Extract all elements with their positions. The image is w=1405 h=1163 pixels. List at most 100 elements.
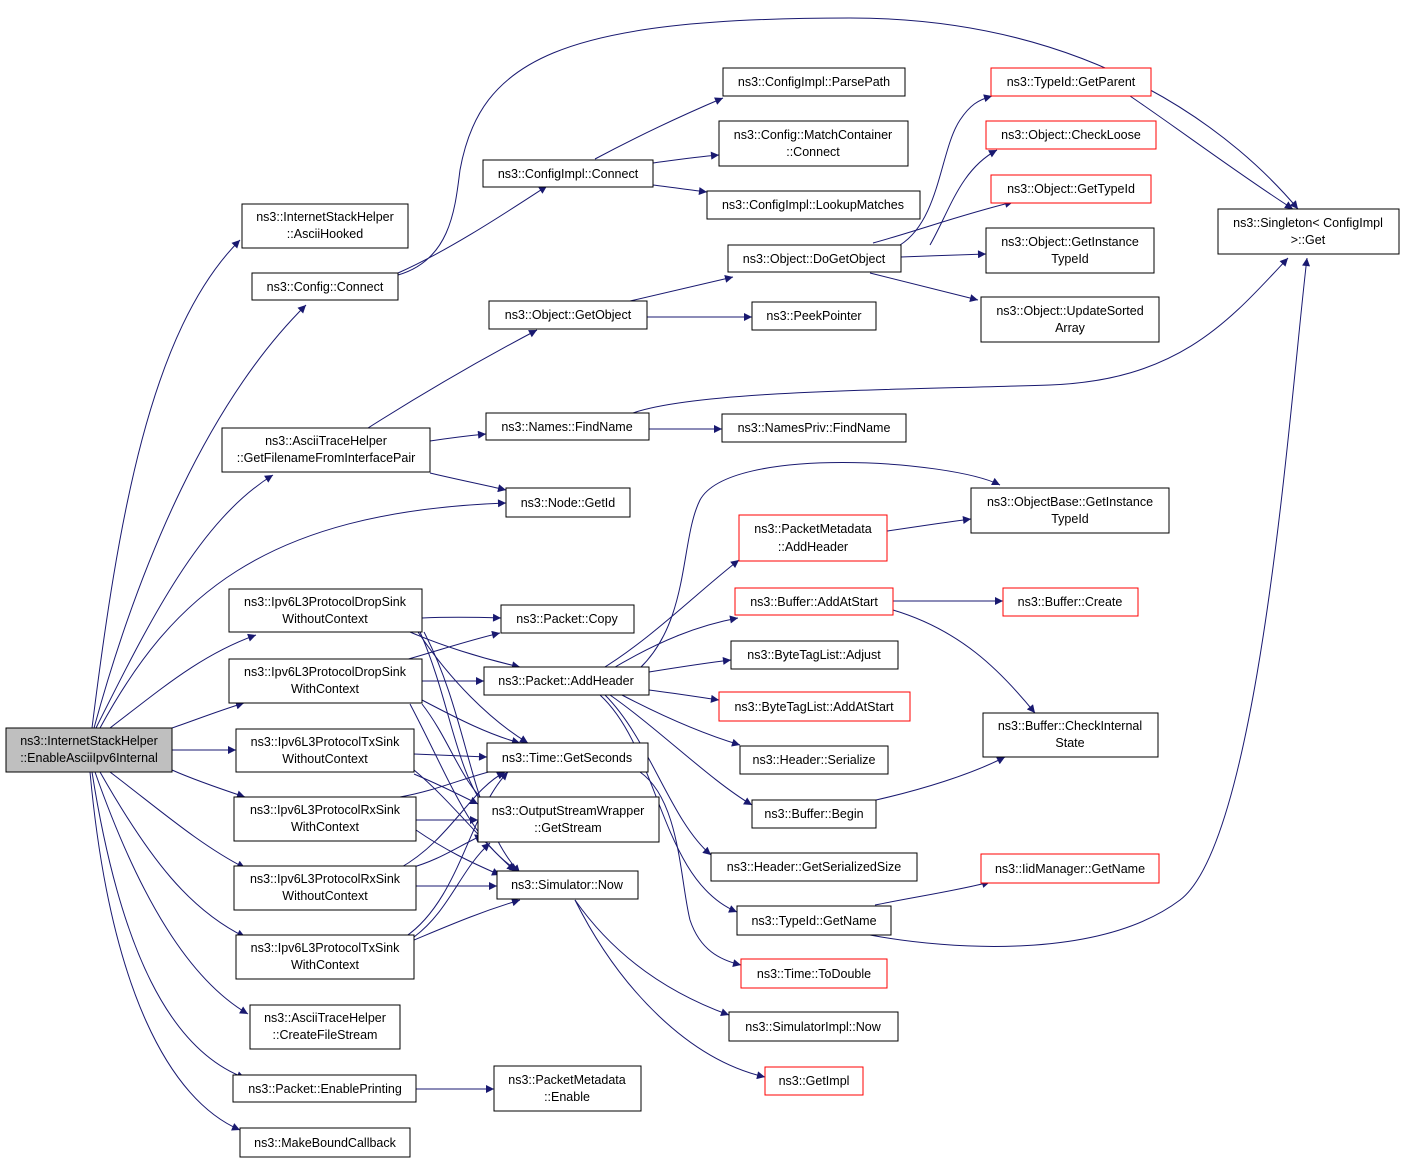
node-root[interactable]: ns3::InternetStackHelper ::EnableAsciiIp… bbox=[5, 727, 173, 773]
node-label: ns3::Buffer::Begin bbox=[764, 807, 863, 821]
node-label: ns3::PacketMetadata bbox=[508, 1073, 625, 1087]
node-object-checkloose[interactable]: ns3::Object::CheckLoose bbox=[985, 120, 1157, 150]
node-objbase-getinsttid[interactable]: ns3::ObjectBase::GetInstance TypeId bbox=[970, 487, 1170, 534]
node-label: ns3::Ipv6L3ProtocolTxSink bbox=[251, 735, 400, 749]
node-label: ns3::Ipv6L3ProtocolDropSink bbox=[244, 595, 407, 609]
edge-sim-now-to-simimpl-now bbox=[574, 899, 730, 1017]
node-label: ns3::Simulator::Now bbox=[511, 878, 624, 892]
edge-root-to-config-connect bbox=[93, 304, 307, 729]
edge-tx-wo-to-time-getseconds bbox=[413, 752, 488, 761]
edge-addheader-to-header-serialize bbox=[619, 693, 741, 747]
node-node-getid[interactable]: ns3::Node::GetId bbox=[505, 487, 631, 518]
edge-addheader-to-buffer-begin bbox=[609, 694, 753, 806]
node-label: TypeId bbox=[1051, 252, 1089, 266]
node-rx-wo[interactable]: ns3::Ipv6L3ProtocolRxSink WithoutContext bbox=[233, 865, 417, 911]
node-header-serialize[interactable]: ns3::Header::Serialize bbox=[739, 745, 889, 775]
node-singleton-get[interactable]: ns3::Singleton< ConfigImpl >::Get bbox=[1217, 208, 1400, 255]
edge-root-to-node-getid bbox=[99, 499, 507, 729]
edge-drop-w-to-sim-now bbox=[409, 703, 519, 872]
node-typeid-getname[interactable]: ns3::TypeId::GetName bbox=[736, 905, 892, 936]
node-object-getobject[interactable]: ns3::Object::GetObject bbox=[488, 300, 648, 330]
node-iidmanager-getname[interactable]: ns3::IidManager::GetName bbox=[980, 853, 1160, 884]
node-label: ns3::OutputStreamWrapper bbox=[492, 804, 645, 818]
node-object-dogetobject[interactable]: ns3::Object::DoGetObject bbox=[727, 244, 902, 273]
node-osw-getstream[interactable]: ns3::OutputStreamWrapper ::GetStream bbox=[477, 796, 660, 843]
node-object-updatesorted[interactable]: ns3::Object::UpdateSorted Array bbox=[980, 296, 1160, 343]
edge-pmd-addheader-to-objbase-getinsttid bbox=[886, 516, 972, 532]
edge-drop-w-to-osw-getstream bbox=[421, 703, 489, 806]
node-label: ns3::GetImpl bbox=[779, 1074, 850, 1088]
node-buffer-create[interactable]: ns3::Buffer::Create bbox=[1002, 587, 1139, 617]
edge-buffer-addatstart-to-checkinternal bbox=[892, 609, 1036, 714]
node-simimpl-now[interactable]: ns3::SimulatorImpl::Now bbox=[728, 1011, 899, 1042]
node-rx-w[interactable]: ns3::Ipv6L3ProtocolRxSink WithContext bbox=[233, 796, 417, 842]
node-tx-w[interactable]: ns3::Ipv6L3ProtocolTxSink WithContext bbox=[235, 934, 415, 980]
node-configimpl-parsepath[interactable]: ns3::ConfigImpl::ParsePath bbox=[722, 67, 906, 97]
node-label: ns3::Node::GetId bbox=[521, 496, 616, 510]
edge-ascii-getfn-to-object-getobject bbox=[367, 329, 538, 429]
node-label: ns3::Time::GetSeconds bbox=[502, 751, 632, 765]
node-drop-wo[interactable]: ns3::Ipv6L3ProtocolDropSink WithoutConte… bbox=[228, 588, 423, 633]
node-label: ::AsciiHooked bbox=[287, 227, 363, 241]
node-peekpointer[interactable]: ns3::PeekPointer bbox=[751, 301, 877, 331]
node-label: ns3::TypeId::GetName bbox=[751, 914, 876, 928]
node-configimpl-connect[interactable]: ns3::ConfigImpl::Connect bbox=[482, 159, 654, 188]
edge-root-to-ash-hooked bbox=[91, 239, 241, 729]
node-buffer-checkinternal[interactable]: ns3::Buffer::CheckInternal State bbox=[982, 712, 1159, 758]
node-buffer-begin[interactable]: ns3::Buffer::Begin bbox=[751, 799, 877, 829]
node-time-todouble[interactable]: ns3::Time::ToDouble bbox=[740, 958, 888, 989]
node-enable-printing[interactable]: ns3::Packet::EnablePrinting bbox=[232, 1074, 417, 1103]
node-names-findname[interactable]: ns3::Names::FindName bbox=[485, 412, 650, 441]
edge-config-connect-to-configimpl-connect bbox=[397, 185, 548, 274]
node-label: ns3::Object::GetObject bbox=[505, 308, 632, 322]
node-label: ns3::Packet::AddHeader bbox=[498, 674, 634, 688]
node-create-fs[interactable]: ns3::AsciiTraceHelper ::CreateFileStream bbox=[249, 1004, 401, 1050]
node-header-getsersize[interactable]: ns3::Header::GetSerializedSize bbox=[710, 852, 918, 882]
node-packet-copy[interactable]: ns3::Packet::Copy bbox=[500, 604, 635, 634]
edge-drop-w-to-time-getseconds bbox=[421, 699, 521, 745]
edges bbox=[89, 17, 1311, 1131]
node-pmd-addheader[interactable]: ns3::PacketMetadata ::AddHeader bbox=[738, 514, 888, 562]
node-btl-addatstart[interactable]: ns3::ByteTagList::AddAtStart bbox=[718, 691, 911, 722]
edge-configimpl-connect-to-mc-connect bbox=[652, 151, 720, 164]
node-namespriv-findname[interactable]: ns3::NamesPriv::FindName bbox=[721, 413, 907, 443]
node-label: ::EnableAsciiIpv6Internal bbox=[20, 751, 158, 765]
node-tx-wo[interactable]: ns3::Ipv6L3ProtocolTxSink WithoutContext bbox=[235, 728, 415, 773]
node-object-gettypeid[interactable]: ns3::Object::GetTypeId bbox=[990, 174, 1152, 204]
edge-tx-wo-to-osw-getstream bbox=[413, 773, 479, 805]
node-getimpl[interactable]: ns3::GetImpl bbox=[764, 1066, 864, 1096]
edge-buffer-begin-to-checkinternal bbox=[875, 756, 1006, 801]
node-btl-adjust[interactable]: ns3::ByteTagList::Adjust bbox=[730, 640, 899, 670]
node-pmd-enable[interactable]: ns3::PacketMetadata ::Enable bbox=[493, 1065, 642, 1112]
node-label: ns3::Object::DoGetObject bbox=[743, 252, 886, 266]
node-ascii-getfn[interactable]: ns3::AsciiTraceHelper ::GetFilenameFromI… bbox=[221, 427, 431, 473]
node-configimpl-lookup[interactable]: ns3::ConfigImpl::LookupMatches bbox=[706, 190, 921, 220]
node-time-getseconds[interactable]: ns3::Time::GetSeconds bbox=[486, 742, 649, 773]
node-sim-now[interactable]: ns3::Simulator::Now bbox=[496, 870, 639, 900]
node-object-getinsttid[interactable]: ns3::Object::GetInstance TypeId bbox=[985, 227, 1155, 274]
edge-config-connect-to-singleton-get bbox=[397, 17, 1299, 276]
node-label: ns3::ConfigImpl::Connect bbox=[498, 167, 639, 181]
node-make-bound[interactable]: ns3::MakeBoundCallback bbox=[239, 1127, 411, 1158]
edge-typeid-getname-to-iidmanager bbox=[874, 880, 991, 906]
node-label: ::CreateFileStream bbox=[273, 1028, 378, 1042]
edge-drop-wo-to-packet-copy bbox=[421, 613, 502, 622]
node-config-mc-connect[interactable]: ns3::Config::MatchContainer ::Connect bbox=[718, 120, 909, 167]
node-typeid-getparent[interactable]: ns3::TypeId::GetParent bbox=[990, 67, 1152, 97]
node-config-connect[interactable]: ns3::Config::Connect bbox=[251, 272, 399, 301]
node-label: WithContext bbox=[291, 820, 360, 834]
edge-root-to-drop-w bbox=[171, 701, 245, 729]
node-label: ::AddHeader bbox=[778, 540, 848, 554]
node-label: ::Enable bbox=[544, 1090, 590, 1104]
edge-rx-w-to-sim-now bbox=[415, 829, 501, 876]
node-packet-addheader[interactable]: ns3::Packet::AddHeader bbox=[483, 666, 650, 696]
node-drop-w[interactable]: ns3::Ipv6L3ProtocolDropSink WithContext bbox=[228, 658, 423, 704]
edge-rx-wo-to-osw-getstream bbox=[409, 834, 484, 869]
edge-names-findname-to-singleton-get bbox=[632, 257, 1289, 414]
node-label: ns3::Names::FindName bbox=[501, 420, 632, 434]
node-ash-hooked[interactable]: ns3::InternetStackHelper ::AsciiHooked bbox=[241, 203, 409, 249]
node-label: ns3::PacketMetadata bbox=[754, 522, 871, 536]
edge-addheader-to-typeid-getname bbox=[599, 694, 738, 913]
node-buffer-addatstart[interactable]: ns3::Buffer::AddAtStart bbox=[734, 587, 894, 616]
node-label: ns3::Object::GetInstance bbox=[1001, 235, 1139, 249]
